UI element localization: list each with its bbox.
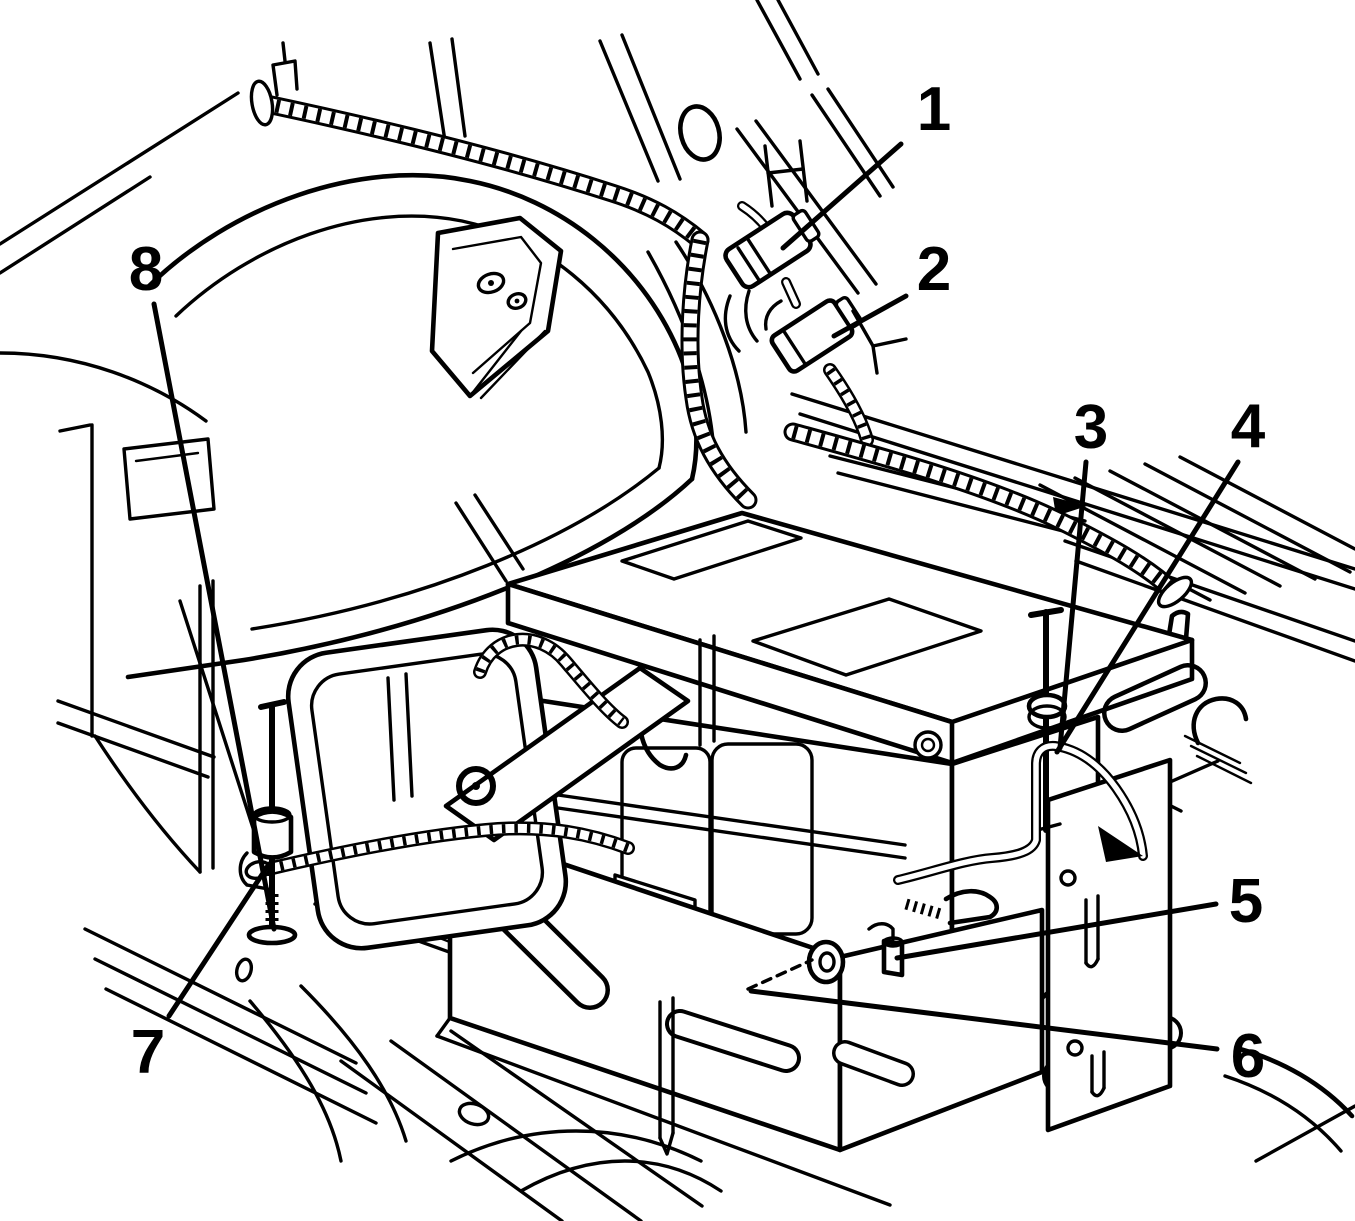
connector-link-cable xyxy=(781,277,801,309)
connector-1 xyxy=(723,208,821,290)
cover-inset-a xyxy=(620,519,803,581)
wiring-harness-upper xyxy=(249,41,700,240)
callout-1-leader xyxy=(780,141,904,251)
callout-4-leader xyxy=(1054,459,1241,755)
connector-ears xyxy=(723,289,759,353)
retainer-bolt-threads xyxy=(904,898,946,921)
callout-2-label: 2 xyxy=(917,235,951,304)
connector-2 xyxy=(763,296,908,375)
seatback-edge-lines xyxy=(454,493,525,583)
battery-cover xyxy=(505,510,1195,766)
harness-open-end xyxy=(249,79,275,127)
hold-down-rod-right xyxy=(1026,607,1068,833)
hold-down-nut-front xyxy=(913,730,943,760)
battery-tray xyxy=(435,823,1045,1207)
cover-inset-b xyxy=(751,597,983,677)
callout-5-leader xyxy=(894,901,1219,961)
cable-clamp xyxy=(238,851,249,887)
callout-6-leader xyxy=(748,988,1220,1052)
callout-6-label: 6 xyxy=(1231,1022,1265,1091)
harness-clip xyxy=(271,59,299,97)
body-corner-lines xyxy=(0,91,240,423)
callout-2-leader xyxy=(831,293,909,339)
spacer-grommet xyxy=(806,939,846,985)
strut-bracket xyxy=(429,215,564,399)
callout-8-leader xyxy=(151,301,277,932)
left-panel-lines xyxy=(56,423,264,874)
retainer-hardware xyxy=(746,888,1000,991)
retainer-j-hook xyxy=(943,888,1000,926)
callout-leaders xyxy=(151,141,1241,1052)
retainer-clip xyxy=(881,938,905,978)
callout-5-label: 5 xyxy=(1229,867,1263,936)
positive-battery-cable xyxy=(893,740,1148,885)
floor-stud xyxy=(1165,609,1191,644)
side-member-wall xyxy=(1045,757,1173,1133)
callout-labels: 1 2 3 4 5 6 7 8 xyxy=(129,75,1266,1091)
callout-3-leader xyxy=(1057,459,1089,751)
callout-1-label: 1 xyxy=(917,75,951,144)
callout-8-label: 8 xyxy=(129,235,163,304)
callout-4-label: 4 xyxy=(1231,392,1266,461)
wheel-house xyxy=(125,173,699,680)
callout-3-label: 3 xyxy=(1074,393,1108,462)
harness-open-end-right xyxy=(1156,575,1194,609)
wiring-harness-right-run xyxy=(793,432,1194,609)
callout-7-leader xyxy=(166,864,270,1019)
panel-hole xyxy=(678,104,722,162)
callout-7-label: 7 xyxy=(131,1018,165,1087)
tray-hole xyxy=(457,1101,491,1127)
